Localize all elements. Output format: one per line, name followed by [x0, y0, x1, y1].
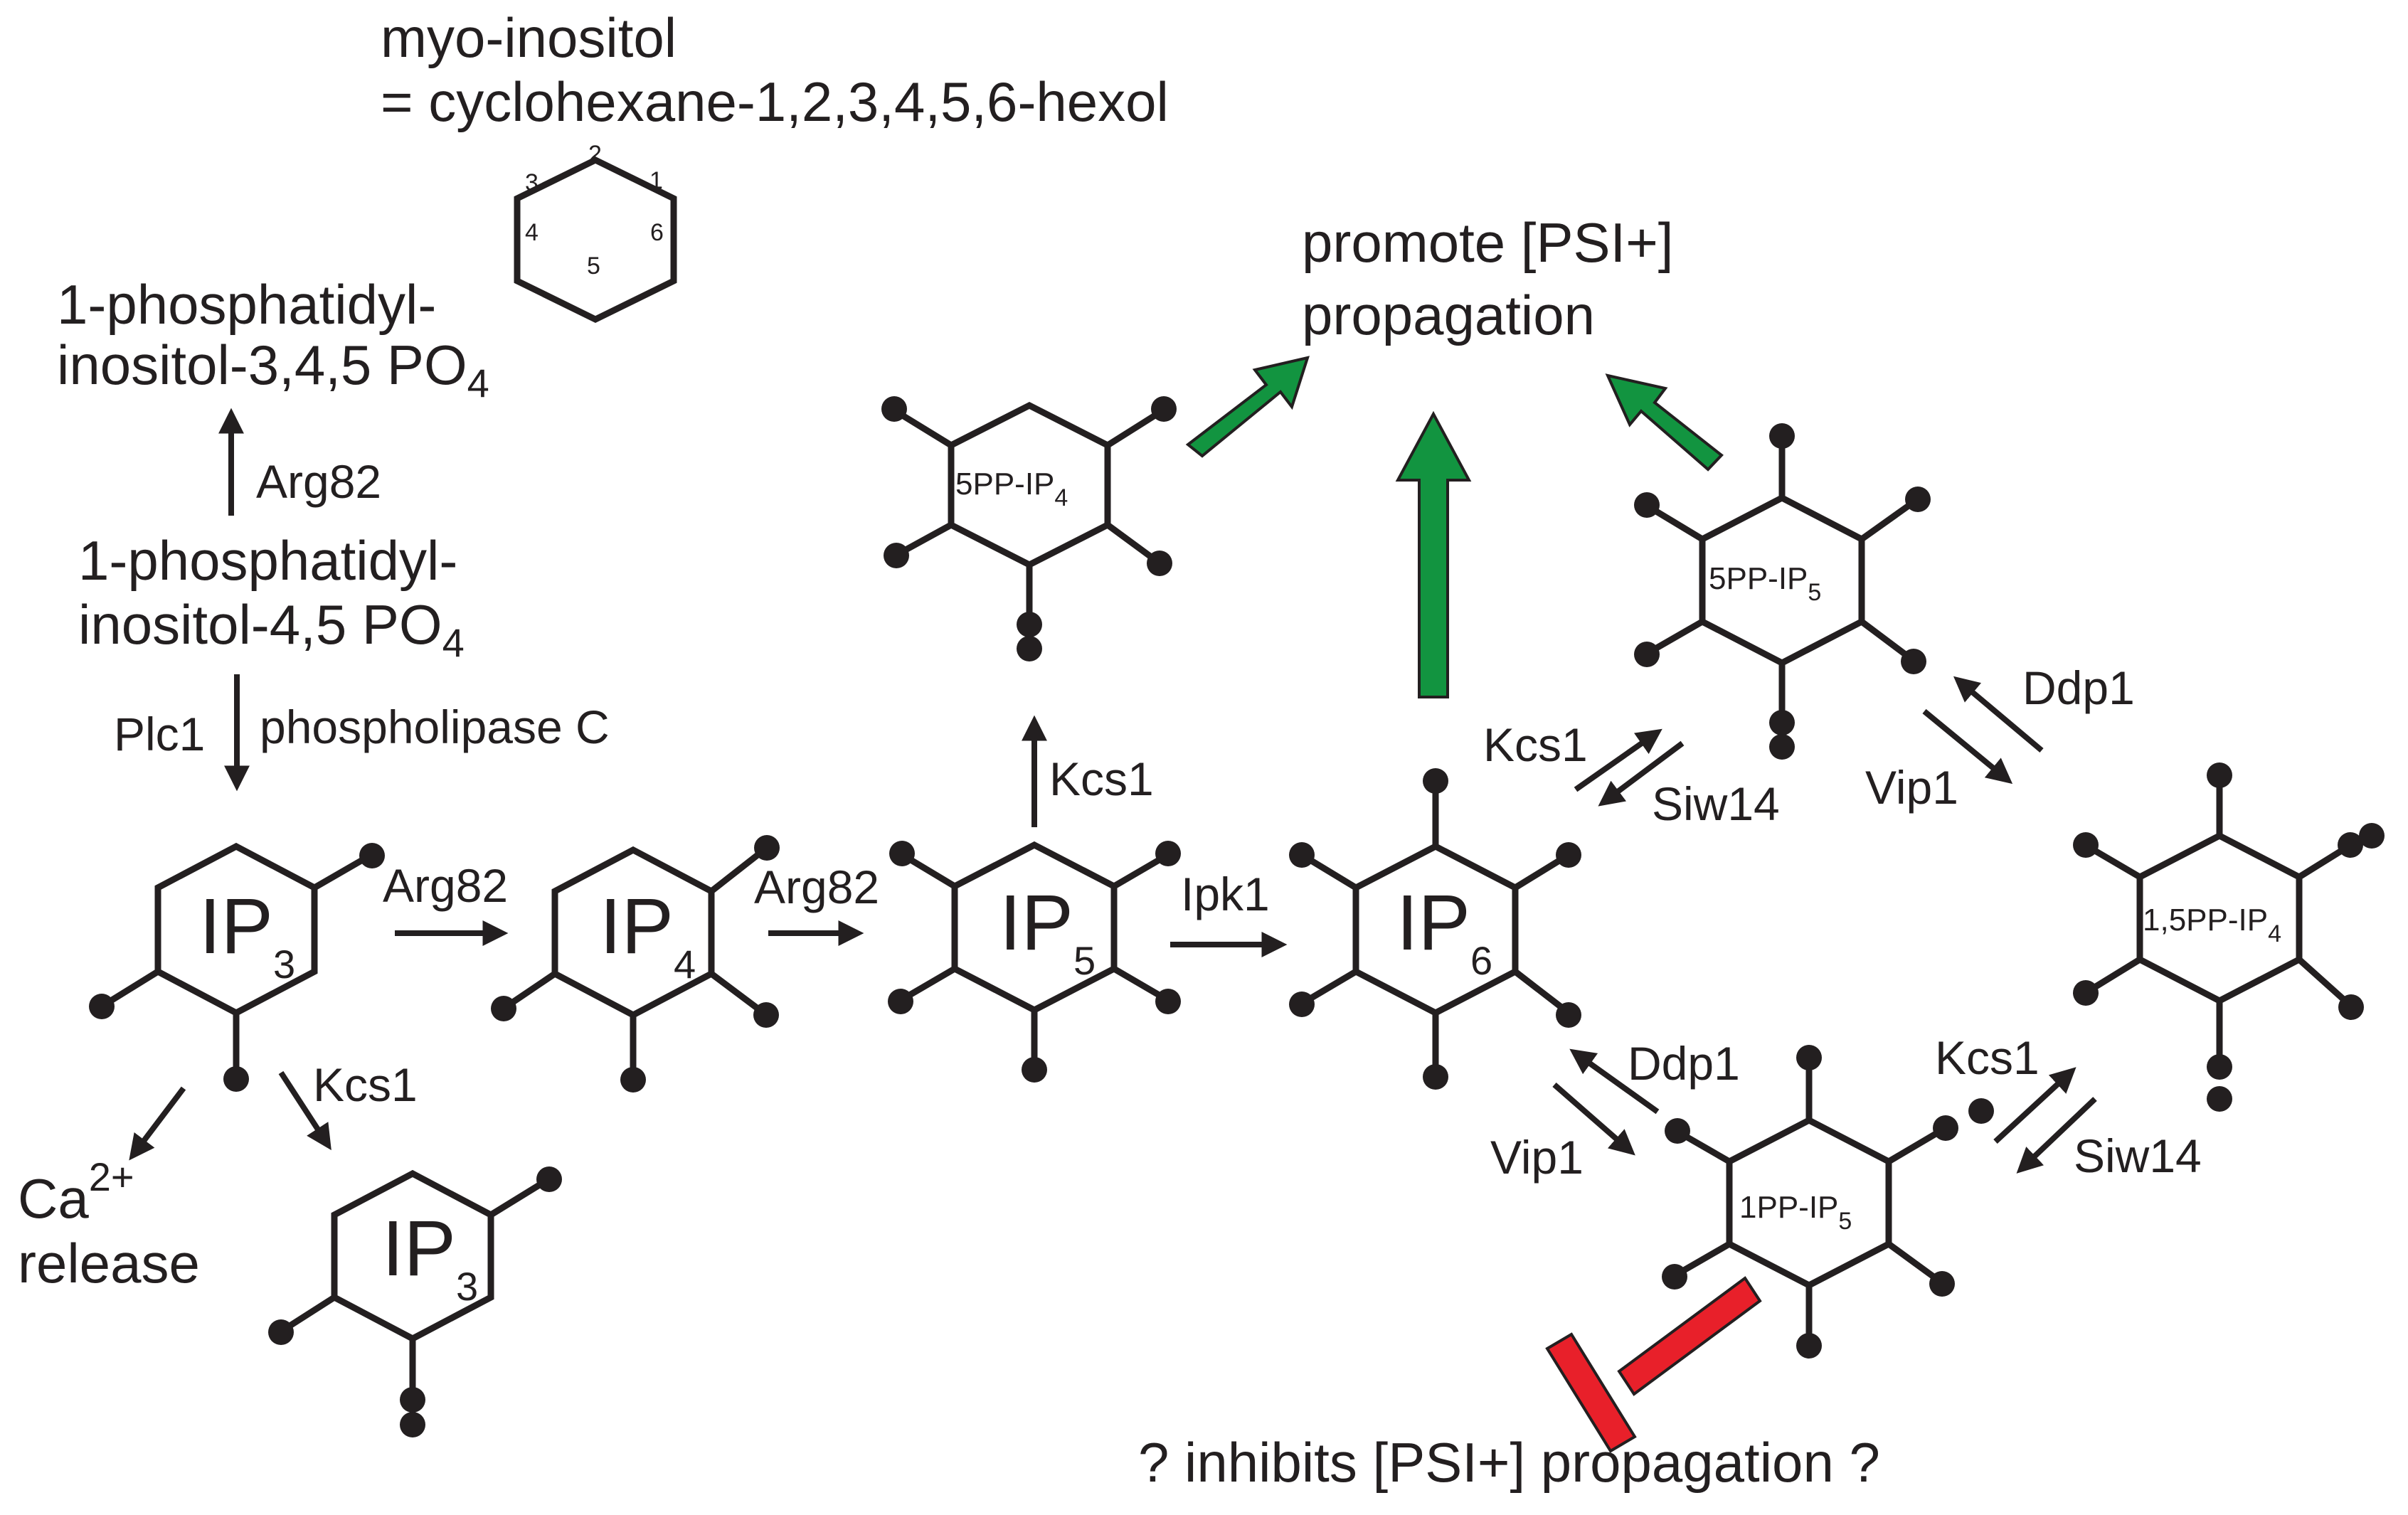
ip5-molecule: IP5: [888, 841, 1181, 1083]
arg82-ip4-ip5-label: Arg82: [754, 861, 879, 913]
kcs1-upper-label: Kcs1: [1483, 718, 1588, 771]
siw14-lower-arrow: [2016, 1097, 2097, 1174]
promote-psi-line2: propagation: [1302, 284, 1595, 346]
carbon-number-1: 1: [649, 167, 663, 194]
ddp1-lower-arrow: [1569, 1048, 1660, 1115]
carbon-number-2: 2: [588, 141, 602, 168]
promote-psi-line1: promote [PSI+]: [1302, 211, 1673, 274]
siw14-upper-label: Siw14: [1652, 777, 1780, 830]
plc1-label: Plc1: [114, 708, 205, 760]
ip6-molecule: IP6: [1289, 768, 1581, 1090]
arg82-ip3-ip4-label: Arg82: [383, 859, 508, 912]
pip2-label-line1: 1-phosphatidyl-: [78, 529, 457, 592]
ddp1-upper-arrow: [1953, 676, 2044, 753]
siw14-upper-arrow: [1598, 740, 1685, 807]
kcs1-ip3-arrow: [278, 1070, 332, 1151]
5pp-ip4-molecule: 5PP-IP4: [881, 396, 1177, 661]
kcs1-ip3-label: Kcs1: [313, 1058, 418, 1111]
5pp-ip5-molecule: 5PP-IP5: [1634, 423, 1931, 760]
pip3-label-line2: inositol-3,4,5 PO4: [57, 334, 489, 405]
ip3-pyrophosphate-molecule: IP3: [268, 1166, 562, 1437]
ipk1-label: Ipk1: [1181, 868, 1270, 920]
calcium-release-label: release: [18, 1232, 200, 1295]
vip1-upper-arrow: [1922, 708, 2013, 785]
kcs1-upper-arrow: [1574, 728, 1662, 792]
1-5pp-ip4-text: 1,5PP-IP4: [2143, 903, 2281, 947]
5pp-ip4-text: 5PP-IP4: [955, 467, 1068, 511]
promote-arrow-from-5pp-ip4: [1185, 356, 1310, 458]
arg82-pip-label: Arg82: [256, 455, 381, 508]
phospholipase-c-label: phospholipase C: [260, 701, 610, 753]
myo-inositol-title: myo-inositol: [381, 6, 677, 69]
kcs1-lower-arrow: [1993, 1067, 2076, 1144]
pip2-label-line2: inositol-4,5 PO4: [78, 593, 465, 665]
carbon-number-6: 6: [650, 219, 664, 246]
calcium-release-arrow: [129, 1086, 186, 1161]
carbon-number-3: 3: [525, 169, 539, 196]
1pp-ip5-molecule: 1PP-IP5: [1662, 1045, 1994, 1359]
carbon-number-4: 4: [525, 219, 539, 246]
ip5-text: IP5: [999, 879, 1096, 983]
ip3-text: IP3: [199, 883, 295, 987]
ip3b-text: IP3: [382, 1205, 478, 1309]
1-5pp-ip4-molecule: 1,5PP-IP4: [2073, 762, 2385, 1112]
kcs1-lower-label: Kcs1: [1935, 1031, 2040, 1084]
vip1-lower-arrow: [1552, 1082, 1635, 1156]
promote-arrow-from-5pp-ip5: [1605, 373, 1724, 472]
ip4-molecule: IP4: [491, 835, 780, 1093]
ddp1-lower-label: Ddp1: [1628, 1037, 1740, 1090]
carbon-number-5: 5: [587, 253, 600, 280]
1pp-ip5-text: 1PP-IP5: [1739, 1190, 1852, 1235]
calcium-label: Ca2+: [18, 1154, 134, 1230]
ip4-text: IP4: [600, 883, 696, 987]
myo-inositol-iupac-name: = cyclohexane-1,2,3,4,5,6-hexol: [381, 70, 1169, 133]
inhibit-t-bar: [1545, 1276, 1762, 1453]
siw14-lower-label: Siw14: [2074, 1129, 2202, 1182]
ip3-molecule: IP3: [89, 842, 385, 1092]
ddp1-upper-label: Ddp1: [2022, 661, 2135, 714]
kcs1-ip5-label: Kcs1: [1049, 753, 1154, 805]
pip3-label-line1: 1-phosphatidyl-: [57, 273, 436, 336]
ip6-text: IP6: [1396, 879, 1492, 983]
5pp-ip5-text: 5PP-IP5: [1709, 561, 1821, 606]
promote-arrow-from-ip6: [1395, 410, 1472, 698]
vip1-upper-label: Vip1: [1865, 761, 1958, 814]
inhibit-psi-text: ? inhibits [PSI+] propagation ?: [1138, 1431, 1880, 1494]
myo-inositol-ring: [514, 156, 677, 324]
vip1-lower-label: Vip1: [1490, 1131, 1584, 1184]
